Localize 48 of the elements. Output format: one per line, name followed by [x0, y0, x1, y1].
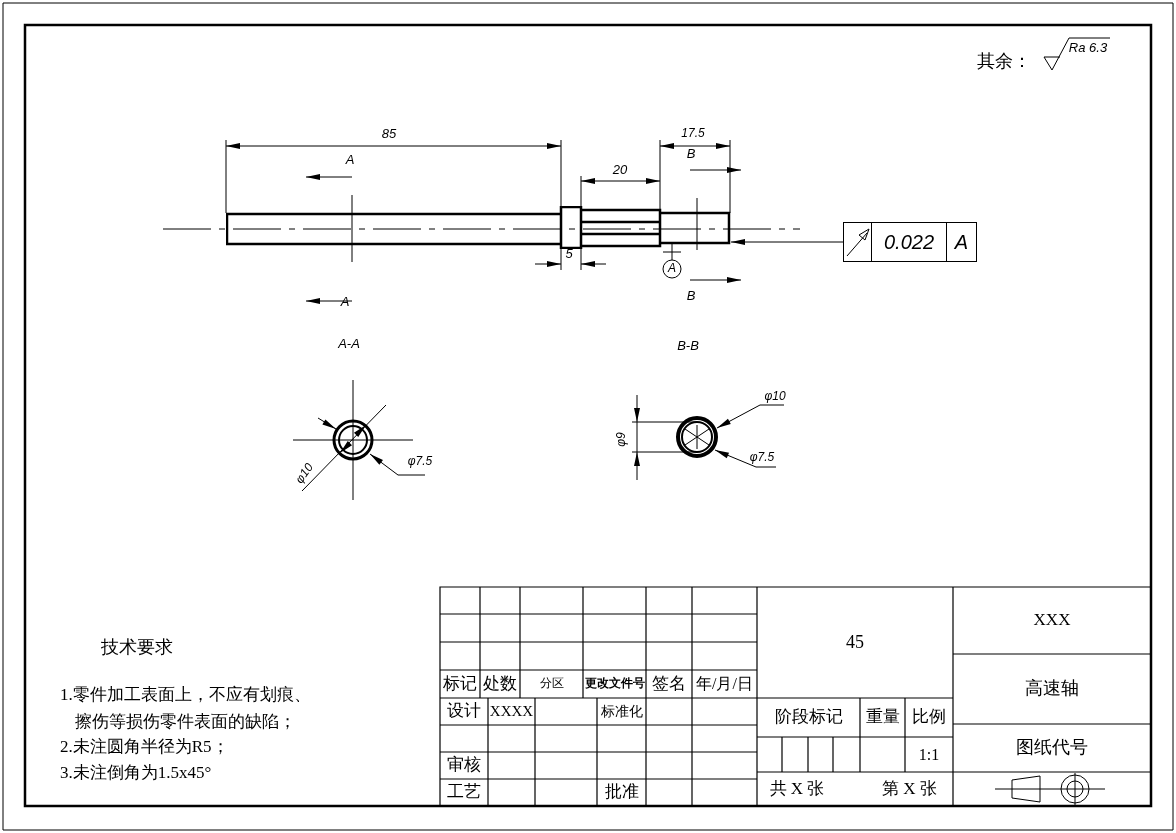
title-block-text: 工艺	[447, 783, 481, 802]
leader-line	[730, 239, 844, 245]
title-block-text: 处数	[483, 674, 517, 694]
title-block-text: 共 X 张	[769, 779, 825, 799]
dimension-text: φ9	[614, 432, 628, 448]
section-label: A	[345, 152, 355, 168]
title-block-text: 1:1	[918, 745, 940, 764]
note-text: 2.未注圆角半径为R5；	[60, 736, 230, 758]
dimension-text: 5	[565, 246, 573, 262]
title-block-text: 图纸代号	[1016, 738, 1088, 758]
dimension-text: φ10	[764, 390, 786, 404]
note-text: 1.零件加工表面上，不应有划痕、擦伤等损伤零件表面的缺陷；	[60, 684, 312, 733]
title-block-text: 第 X 张	[882, 779, 937, 799]
title-block-text: 标准化	[600, 703, 643, 720]
view-label: B-B	[677, 338, 699, 354]
datum-label: A	[668, 262, 676, 276]
section-label: B	[686, 288, 696, 304]
tolerance-value: 0.022	[883, 230, 935, 254]
dimension-text: 85	[381, 126, 397, 142]
title-block-text: 高速轴	[1025, 679, 1079, 699]
title-block-text: 阶段标记	[774, 708, 843, 727]
title-block-text: 批准	[604, 783, 639, 802]
datum-letter: A	[954, 230, 969, 254]
note-text: 其余：	[977, 52, 1031, 72]
feature-control-frame	[843, 222, 977, 262]
title-block-text: 审核	[447, 756, 481, 775]
dimension-text: φ7.5	[749, 451, 775, 465]
dimension-text: φ7.5	[407, 455, 433, 469]
title-block-text: 年/月/日	[696, 675, 753, 693]
dimension-text: 17.5	[681, 127, 705, 141]
title-block-text: XXX	[1033, 611, 1071, 630]
title-block-text: 比例	[912, 708, 946, 727]
title-block-text: 45	[846, 632, 864, 653]
section-label: A	[340, 294, 350, 310]
title-block-text: 设计	[447, 702, 481, 721]
dimension-text: 20	[612, 162, 628, 178]
title-block-text: 签名	[652, 674, 686, 694]
section-label: B	[686, 146, 696, 162]
title-block-text: XXXX	[489, 703, 534, 720]
title-block-text: 分区	[539, 677, 564, 691]
note-text: 3.未注倒角为1.5x45°	[60, 762, 213, 784]
view-label: A-A	[338, 336, 360, 352]
title-block-text: 更改文件号	[584, 677, 645, 691]
shaft-drawing	[226, 206, 731, 249]
title-block-text: 重量	[865, 708, 900, 727]
roughness-value: Ra 6.3	[1068, 40, 1108, 56]
title-block-text: 标记	[443, 674, 477, 694]
notes-heading: 技术要求	[101, 638, 173, 658]
